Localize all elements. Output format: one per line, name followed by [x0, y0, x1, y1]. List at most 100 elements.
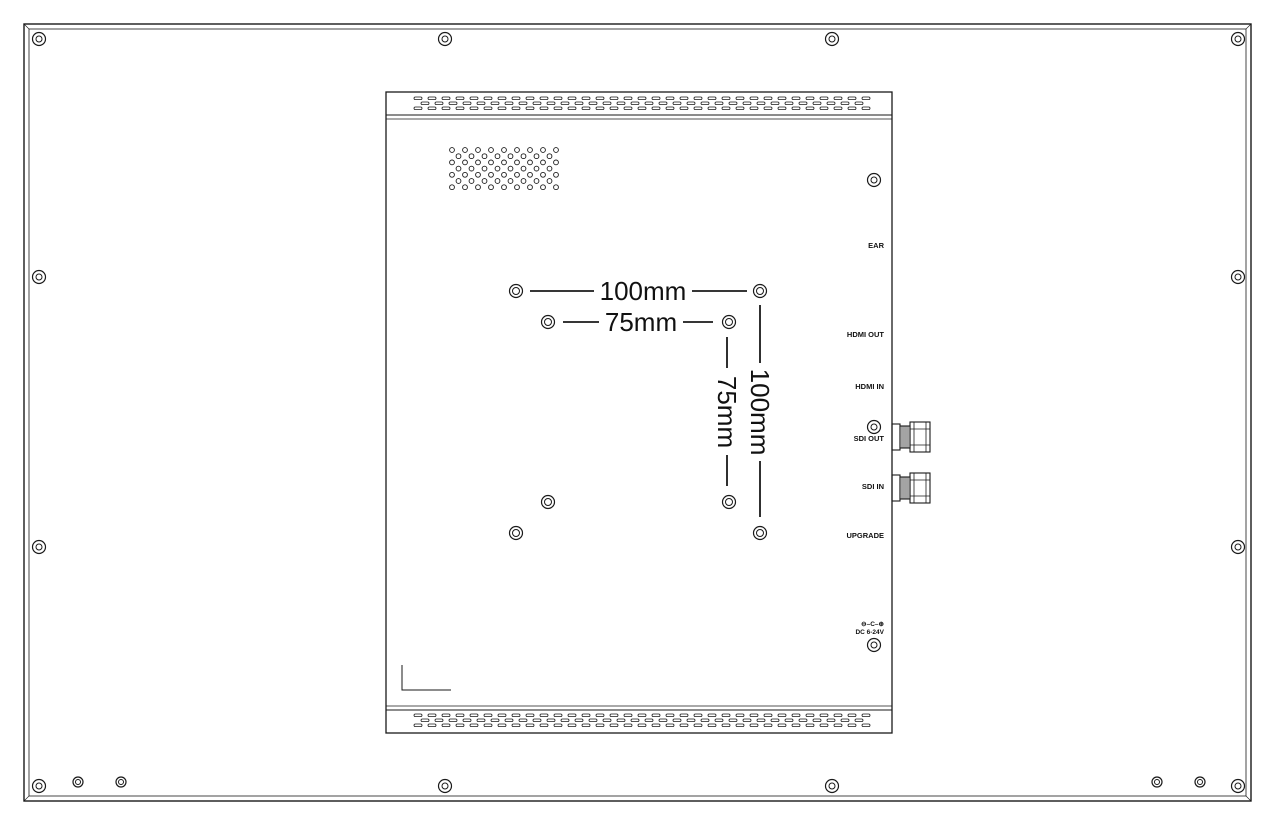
vent-hole-icon — [805, 713, 815, 717]
vent-hole-icon — [427, 713, 437, 717]
vent-hole-icon — [540, 184, 546, 191]
vent-hole-icon — [749, 713, 759, 717]
vent-hole-icon — [581, 723, 591, 727]
vent-hole-icon — [763, 96, 773, 100]
vent-hole-icon — [501, 147, 507, 153]
vent-hole-icon — [511, 106, 521, 110]
vent-hole-icon — [520, 178, 527, 184]
screw-hole-icon — [1230, 269, 1246, 285]
vent-hole-icon — [420, 718, 430, 722]
vent-hole-icon — [595, 713, 605, 717]
vent-hole-icon — [455, 96, 465, 100]
vent-hole-icon — [756, 718, 766, 722]
vent-hole-icon — [455, 713, 465, 717]
top-vent-slots — [413, 96, 871, 110]
vent-hole-icon — [427, 106, 437, 110]
vent-hole-icon — [553, 147, 559, 153]
screw-hole-icon — [870, 176, 878, 184]
vent-hole-icon — [567, 713, 577, 717]
vent-hole-icon — [469, 106, 479, 110]
vent-hole-icon — [553, 184, 559, 191]
vent-hole-icon — [520, 153, 527, 160]
vent-hole-icon — [679, 723, 689, 727]
vent-hole-icon — [560, 718, 570, 722]
speaker-grille — [449, 147, 559, 191]
vent-hole-icon — [481, 178, 488, 184]
screw-hole-icon — [1230, 778, 1246, 794]
vent-hole-icon — [777, 713, 787, 717]
screw-hole-icon — [72, 776, 84, 788]
vent-hole-icon — [644, 101, 654, 105]
vent-hole-icon — [494, 165, 501, 172]
label-dc-input: DC 6-24V — [855, 629, 884, 636]
vent-hole-icon — [637, 723, 647, 727]
vent-hole-icon — [539, 713, 549, 717]
vent-hole-icon — [533, 153, 540, 160]
vent-hole-icon — [763, 106, 773, 110]
vent-hole-icon — [630, 101, 640, 105]
vent-hole-icon — [567, 106, 577, 110]
vent-hole-icon — [540, 159, 546, 166]
vent-hole-icon — [623, 106, 633, 110]
label-hdmi-out: HDMI OUT — [847, 330, 884, 339]
vent-hole-icon — [721, 723, 731, 727]
vesa-mount-holes — [508, 283, 768, 541]
vent-hole-icon — [609, 723, 619, 727]
vent-hole-icon — [749, 723, 759, 727]
vent-hole-icon — [847, 106, 857, 110]
vent-hole-icon — [700, 101, 710, 105]
bnc-connector-icon — [891, 472, 931, 504]
screw-hole-icon — [870, 423, 878, 431]
vent-hole-icon — [574, 718, 584, 722]
vent-hole-icon — [749, 96, 759, 100]
vesa-75-hole — [540, 494, 556, 510]
vent-hole-icon — [721, 713, 731, 717]
vent-hole-icon — [798, 101, 808, 105]
vent-hole-icon — [805, 723, 815, 727]
vent-hole-icon — [490, 101, 500, 105]
vent-hole-icon — [497, 723, 507, 727]
vent-hole-icon — [791, 96, 801, 100]
vent-hole-icon — [540, 147, 546, 153]
screw-hole-icon — [824, 778, 840, 794]
vent-hole-icon — [455, 178, 462, 184]
label-sdi-in: SDI IN — [862, 482, 884, 491]
vent-hole-icon — [616, 101, 626, 105]
vent-hole-icon — [413, 106, 423, 110]
vent-hole-icon — [623, 96, 633, 100]
vent-hole-icon — [707, 106, 717, 110]
vent-hole-icon — [462, 184, 468, 191]
vent-hole-icon — [602, 718, 612, 722]
vent-hole-icon — [449, 184, 455, 191]
screw-hole-icon — [866, 419, 882, 435]
vesa-75-hole — [721, 494, 737, 510]
vent-hole-icon — [518, 718, 528, 722]
vent-hole-icon — [427, 96, 437, 100]
vent-hole-icon — [476, 718, 486, 722]
vent-hole-icon — [483, 713, 493, 717]
vent-hole-icon — [475, 159, 481, 166]
vent-hole-icon — [735, 106, 745, 110]
vent-hole-icon — [777, 96, 787, 100]
vent-hole-icon — [455, 106, 465, 110]
vent-hole-icon — [777, 723, 787, 727]
vent-hole-icon — [819, 96, 829, 100]
vent-hole-icon — [511, 723, 521, 727]
vent-hole-icon — [665, 713, 675, 717]
vent-hole-icon — [812, 718, 822, 722]
vent-hole-icon — [462, 159, 468, 166]
vent-hole-icon — [441, 106, 451, 110]
outer-frame — [23, 23, 1252, 802]
vent-hole-icon — [455, 153, 462, 160]
vent-hole-icon — [721, 106, 731, 110]
vent-hole-icon — [546, 101, 556, 105]
vent-hole-icon — [483, 106, 493, 110]
screw-hole-icon — [31, 31, 47, 47]
vent-hole-icon — [514, 147, 520, 153]
vent-hole-icon — [448, 718, 458, 722]
vent-hole-icon — [707, 96, 717, 100]
vent-hole-icon — [812, 101, 822, 105]
vent-hole-icon — [693, 723, 703, 727]
vent-hole-icon — [514, 184, 520, 191]
vent-hole-icon — [462, 101, 472, 105]
